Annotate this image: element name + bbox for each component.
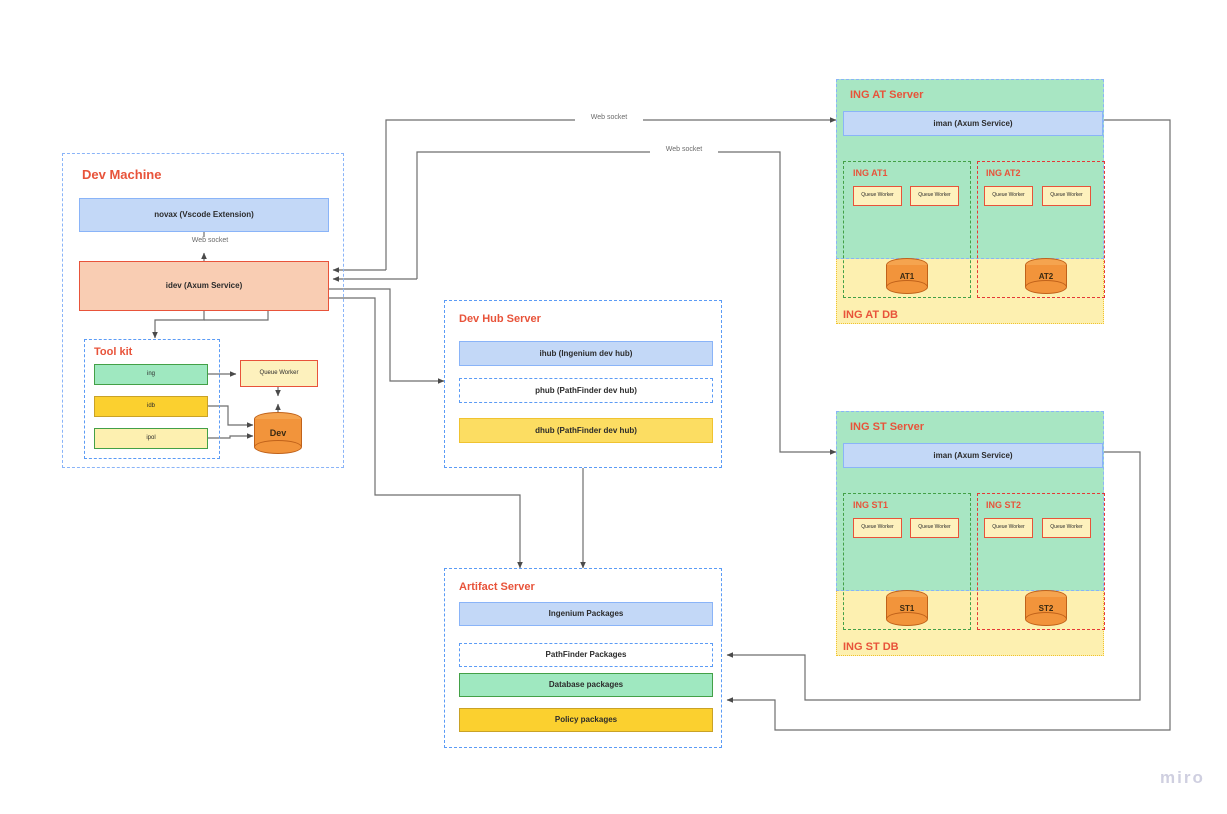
at-server-title: ING AT Server	[850, 89, 924, 101]
dev-database-cylinder[interactable]: Dev	[254, 412, 302, 454]
at1-cluster-group	[843, 161, 971, 298]
at1-queue-worker-2[interactable]: Queue Worker	[910, 186, 959, 206]
at1-cluster-title: ING AT1	[853, 168, 888, 178]
at2-queue-worker-2[interactable]: Queue Worker	[1042, 186, 1091, 206]
st1-database-label: ST1	[899, 603, 915, 613]
at2-database-label: AT2	[1038, 271, 1054, 281]
st-server-title: ING ST Server	[850, 421, 924, 433]
miro-watermark: miro	[1160, 768, 1205, 787]
cylinder-bottom	[1025, 280, 1067, 294]
st2-queue-worker-2[interactable]: Queue Worker	[1042, 518, 1091, 538]
st1-database-cylinder[interactable]: ST1	[886, 590, 928, 626]
tool-kit-group	[84, 339, 220, 459]
toolkit-item-ipol[interactable]: ipol	[94, 428, 208, 449]
at-db-title: ING AT DB	[843, 309, 898, 321]
dev-hub-server-group	[444, 300, 722, 468]
st1-cluster-group	[843, 493, 971, 630]
dev-machine-title: Dev Machine	[82, 167, 162, 182]
at2-cluster-title: ING AT2	[986, 168, 1021, 178]
cylinder-bottom	[886, 612, 928, 626]
at1-queue-worker-1[interactable]: Queue Worker	[853, 186, 902, 206]
artifact-server-group	[444, 568, 722, 748]
web-socket-label-local: Web socket	[178, 237, 242, 244]
cylinder-bottom	[1025, 612, 1067, 626]
at2-database-cylinder[interactable]: AT2	[1025, 258, 1067, 294]
web-socket-label-st: Web socket	[650, 146, 718, 153]
toolkit-item-ing[interactable]: ing	[94, 364, 208, 385]
st2-queue-worker-1[interactable]: Queue Worker	[984, 518, 1033, 538]
st1-queue-worker-2[interactable]: Queue Worker	[910, 518, 959, 538]
st1-queue-worker-1[interactable]: Queue Worker	[853, 518, 902, 538]
novax-box[interactable]: novax (Vscode Extension)	[79, 198, 329, 232]
tool-kit-title: Tool kit	[94, 346, 133, 358]
at1-database-cylinder[interactable]: AT1	[886, 258, 928, 294]
at2-queue-worker-1[interactable]: Queue Worker	[984, 186, 1033, 206]
at2-cluster-group	[977, 161, 1105, 298]
dev-hub-server-title: Dev Hub Server	[459, 313, 541, 325]
st1-cluster-title: ING ST1	[853, 500, 889, 510]
dev-machine-group	[62, 153, 344, 468]
st2-database-cylinder[interactable]: ST2	[1025, 590, 1067, 626]
idev-box[interactable]: idev (Axum Service)	[79, 261, 329, 311]
dev-hub-item-phub[interactable]: phub (PathFinder dev hub)	[459, 378, 713, 403]
cylinder-bottom	[886, 280, 928, 294]
dev-hub-item-dhub[interactable]: dhub (PathFinder dev hub)	[459, 418, 713, 443]
dev-hub-item-ihub[interactable]: ihub (Ingenium dev hub)	[459, 341, 713, 366]
dev-database-label: Dev	[269, 428, 287, 438]
st-db-title: ING ST DB	[843, 641, 899, 653]
artifact-item-ingenium-packages[interactable]: Ingenium Packages	[459, 602, 713, 626]
at1-database-label: AT1	[899, 271, 915, 281]
artifact-item-database-packages[interactable]: Database packages	[459, 673, 713, 697]
artifact-item-policy-packages[interactable]: Policy packages	[459, 708, 713, 732]
web-socket-label-at: Web socket	[575, 114, 643, 121]
st2-cluster-group	[977, 493, 1105, 630]
at-iman-box[interactable]: iman (Axum Service)	[843, 111, 1103, 136]
st2-database-label: ST2	[1038, 603, 1054, 613]
cylinder-bottom	[254, 440, 302, 454]
artifact-item-pathfinder-packages[interactable]: PathFinder Packages	[459, 643, 713, 667]
st2-cluster-title: ING ST2	[986, 500, 1022, 510]
artifact-server-title: Artifact Server	[459, 581, 535, 593]
st-iman-box[interactable]: iman (Axum Service)	[843, 443, 1103, 468]
toolkit-queue-worker[interactable]: Queue Worker	[240, 360, 318, 387]
toolkit-item-idb[interactable]: idb	[94, 396, 208, 417]
